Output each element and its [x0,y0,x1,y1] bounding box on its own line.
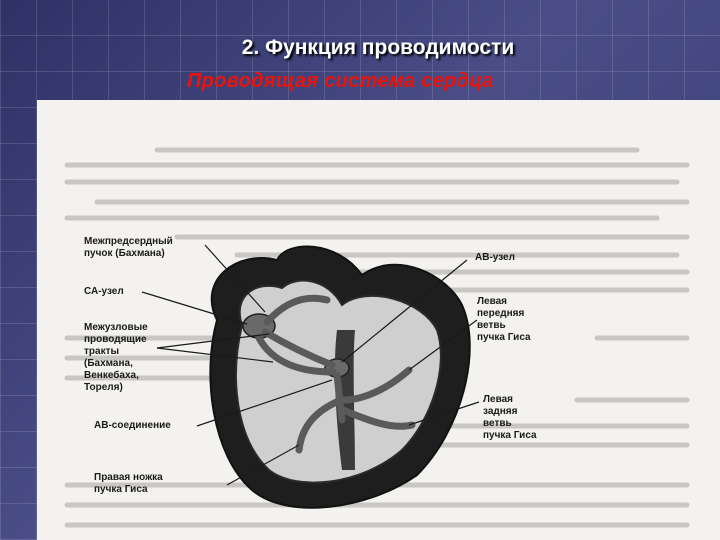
label-bachmann: Межпредсердный пучок (Бахмана) [84,236,173,259]
conduction-pathways [255,294,416,454]
label-left-anterior-fascicle: Левая передняя ветвь пучка Гиса [477,296,531,343]
heart-diagram [64,147,690,528]
slide-subtitle: Проводящая система сердца [187,70,494,92]
label-sa-node: СА-узел [84,286,124,297]
label-internodal-tracts: Межузловые проводящие тракты (Бахмана, В… [84,322,148,393]
leader-lines [141,244,480,486]
label-av-node: АВ-узел [475,252,515,263]
label-av-junction: АВ-соединение [94,420,171,431]
slide-title-area: 2. Функция проводимости [0,36,720,60]
heart-conduction-figure: Межпредсердный пучок (Бахмана) СА-узел М… [37,100,720,540]
label-left-posterior-fascicle: Левая задняя ветвь пучка Гиса [483,394,537,441]
slide-title: 2. Функция проводимости [241,36,515,59]
label-right-bundle-branch: Правая ножка пучка Гиса [94,472,163,495]
